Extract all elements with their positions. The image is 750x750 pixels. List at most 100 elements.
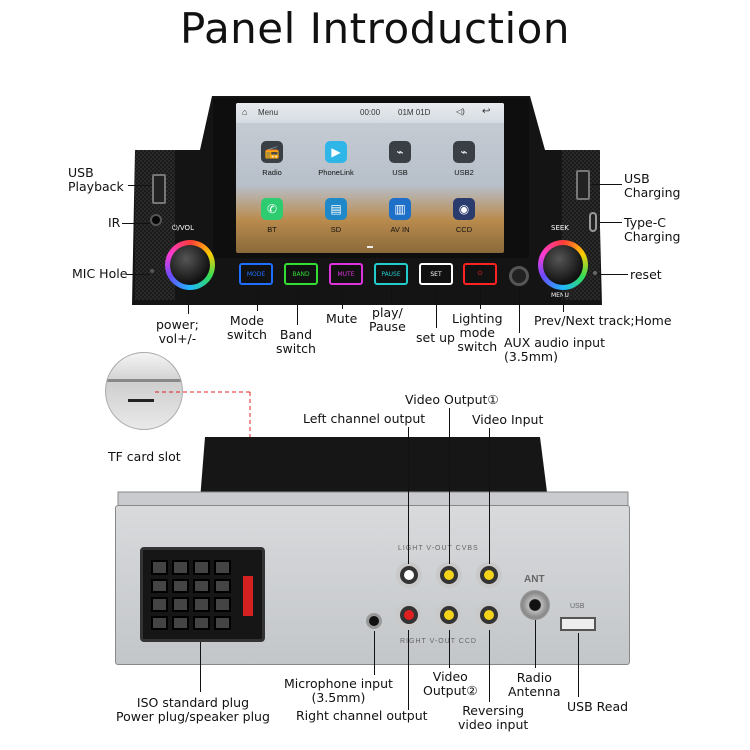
band-button[interactable]: BAND <box>284 263 318 285</box>
app-sd[interactable]: ▤ SD <box>314 198 358 234</box>
type-c-port[interactable] <box>589 212 597 232</box>
label-ir: IR <box>108 215 121 230</box>
touch-screen[interactable]: ⌂ Menu 00:00 01M 01D ◁) ↩ 📻 Radio ▶ PhoneLi… <box>236 103 504 253</box>
rca-right-channel[interactable] <box>396 602 422 628</box>
label-iso-plug: ISO standard plug Power plug/speaker plu… <box>116 695 270 724</box>
label-prev-next: Prev/Next track;Home <box>534 313 672 328</box>
label-mode-switch: Mode switch <box>227 313 267 342</box>
sd-card-icon: ▤ <box>325 198 347 220</box>
label-aux-input: AUX audio input (3.5mm) <box>504 335 606 364</box>
mute-button[interactable]: MUTE <box>329 263 363 285</box>
tf-card-slot[interactable] <box>128 399 154 402</box>
volume-icon[interactable]: ◁) <box>456 107 465 116</box>
app-label: USB <box>392 168 408 177</box>
radio-icon: 📻 <box>261 141 283 163</box>
label-mic-hole: MIC Hole <box>72 266 128 281</box>
iso-connector[interactable] <box>140 547 265 642</box>
usb-icon: ⌁ <box>389 141 411 163</box>
button-label: BAND <box>292 270 310 278</box>
label-reset: reset <box>630 267 662 282</box>
power-volume-knob[interactable] <box>165 240 215 290</box>
button-label: MODE <box>246 270 266 278</box>
plate-text-ant: ANT <box>524 574 545 585</box>
button-label: PAUSE <box>381 270 401 278</box>
button-label: SET <box>430 270 442 278</box>
radio-antenna-socket[interactable] <box>520 590 550 620</box>
app-label: BT <box>267 225 277 234</box>
app-phonelink[interactable]: ▶ PhoneLink <box>314 141 358 177</box>
vol-knob-label: ⏻/VOL <box>172 224 194 232</box>
seek-menu-knob[interactable] <box>538 240 588 290</box>
phonelink-icon: ▶ <box>325 141 347 163</box>
status-menu[interactable]: Menu <box>258 108 279 117</box>
av-in-icon: ▥ <box>389 198 411 220</box>
usb-playback-port[interactable] <box>152 174 166 204</box>
label-power: power; vol+/- <box>156 317 199 346</box>
rca-reversing-input[interactable] <box>476 602 502 628</box>
phone-icon: ✆ <box>261 198 283 220</box>
rca-video-input[interactable] <box>476 562 502 588</box>
mic-hole <box>150 269 154 273</box>
pause-button[interactable]: PAUSE <box>374 263 408 285</box>
rca-left-channel[interactable] <box>396 562 422 588</box>
app-bt[interactable]: ✆ BT <box>250 198 294 234</box>
label-left-channel: Left channel output <box>303 411 426 426</box>
camera-icon: ◉ <box>453 198 475 220</box>
reset-hole[interactable] <box>593 271 597 275</box>
page-title: Panel Introduction <box>180 4 570 53</box>
label-usb-playback: USB Playback <box>68 165 124 194</box>
lighting-button[interactable]: ⏻ <box>463 263 497 285</box>
label-band-switch: Band switch <box>276 327 316 356</box>
label-radio-antenna: Radio Antenna <box>508 670 561 699</box>
label-reversing: Reversing video input <box>458 703 529 732</box>
label-tf-card: TF card slot <box>108 449 181 464</box>
status-bar: ⌂ Menu 00:00 01M 01D ◁) ↩ <box>236 103 504 123</box>
button-label: MUTE <box>337 270 355 278</box>
app-label: PhoneLink <box>318 168 354 177</box>
fuse <box>243 576 253 616</box>
app-usb2[interactable]: ⌁ USB2 <box>442 141 486 177</box>
app-label: CCD <box>455 225 473 234</box>
label-video-output-2: Video Output② <box>423 669 478 698</box>
back-icon[interactable]: ↩ <box>482 106 491 117</box>
home-icon[interactable]: ⌂ <box>242 107 248 117</box>
usb-read-port[interactable] <box>560 617 596 631</box>
label-video-output-1: Video Output① <box>405 392 499 407</box>
microphone-jack[interactable] <box>366 613 382 629</box>
label-mute: Mute <box>326 311 358 326</box>
button-label: ⏻ <box>477 270 483 277</box>
label-video-input: Video Input <box>472 412 544 427</box>
label-play-pause: play/ Pause <box>369 305 406 334</box>
set-button[interactable]: SET <box>419 263 453 285</box>
usb-charging-port[interactable] <box>576 170 590 200</box>
label-usb-read: USB Read <box>567 699 629 714</box>
menu-knob-label: MENU <box>551 292 569 299</box>
rca-video-output-1[interactable] <box>436 562 462 588</box>
usb-icon: ⌁ <box>453 141 475 163</box>
app-label: SD <box>330 225 342 234</box>
label-set-up: set up <box>416 330 455 345</box>
label-type-c: Type-C Charging <box>624 215 681 244</box>
app-label: Radio <box>262 168 282 177</box>
tf-card-inset <box>105 352 183 430</box>
label-lighting-mode: Lighting mode switch <box>452 311 503 354</box>
label-microphone: Microphone input (3.5mm) <box>284 676 393 705</box>
app-ccd[interactable]: ◉ CCD <box>442 198 486 234</box>
app-label: USB2 <box>454 168 474 177</box>
status-time: 00:00 <box>360 108 381 117</box>
app-usb[interactable]: ⌁ USB <box>378 141 422 177</box>
app-radio[interactable]: 📻 Radio <box>250 141 294 177</box>
plate-text-usb: USB <box>570 603 585 610</box>
page-indicator <box>367 246 373 248</box>
aux-jack[interactable] <box>509 266 529 286</box>
status-date: 01M 01D <box>398 108 431 117</box>
rca-video-output-2[interactable] <box>436 602 462 628</box>
app-av-in[interactable]: ▥ AV IN <box>378 198 422 234</box>
label-usb-charging: USB Charging <box>624 171 681 200</box>
seek-knob-label: SEEK <box>551 224 569 232</box>
app-label: AV IN <box>390 225 410 234</box>
mode-button[interactable]: MODE <box>239 263 273 285</box>
label-right-channel: Right channel output <box>296 708 428 723</box>
